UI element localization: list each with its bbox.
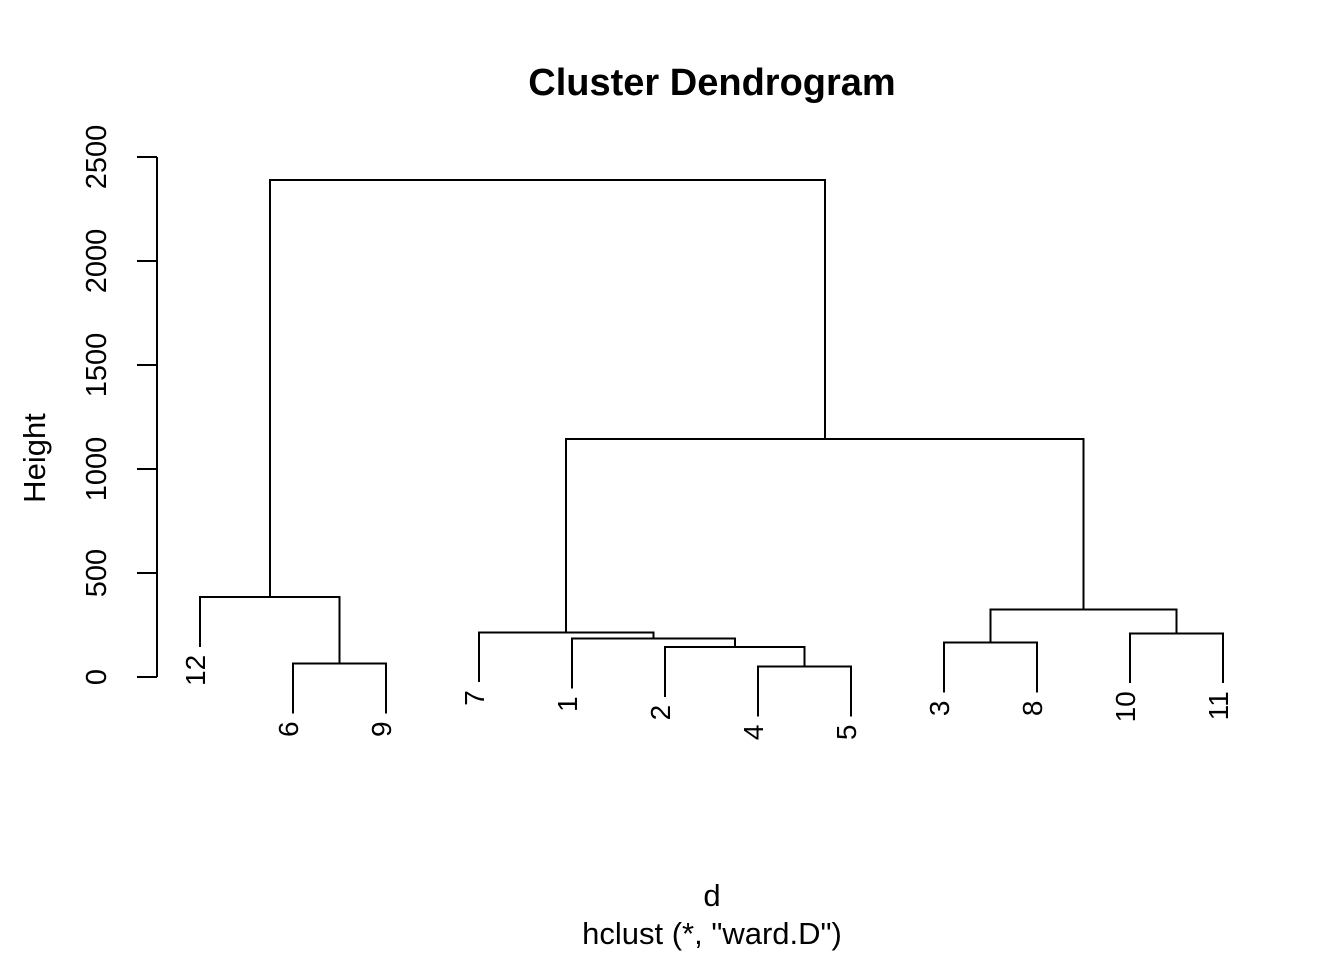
dendrogram-branch <box>268 178 826 597</box>
chart-title: Cluster Dendrogram <box>528 62 895 104</box>
leaf-label-3: 3 <box>924 701 955 717</box>
leaf-label-5: 5 <box>831 725 862 741</box>
dendrogram-branch <box>989 608 1178 643</box>
hclust-call-label: hclust (*, "ward.D") <box>582 916 842 951</box>
y-tick-label: 1500 <box>81 333 113 398</box>
y-tick-label: 1000 <box>81 437 113 502</box>
leaf-label-6: 6 <box>273 721 304 737</box>
leaf-label-2: 2 <box>645 705 676 721</box>
dendrogram-branch <box>664 645 806 697</box>
leaf-label-9: 9 <box>366 721 397 737</box>
dendrogram-branch <box>478 631 655 683</box>
y-axis-label: Height <box>17 413 52 503</box>
leaf-label-7: 7 <box>459 690 490 706</box>
y-tick-label: 2000 <box>81 229 113 294</box>
leaf-label-11: 11 <box>1203 691 1234 720</box>
dendrogram-branch <box>1129 632 1224 684</box>
dendrogram-branch <box>757 665 852 717</box>
dendrogram-branch <box>943 641 1038 693</box>
leaf-label-8: 8 <box>1017 701 1048 717</box>
dendrogram-branch <box>292 662 387 714</box>
leaf-label-4: 4 <box>738 725 769 741</box>
dendrogram-branch <box>199 595 341 664</box>
dendrogram-branch <box>571 637 736 689</box>
y-tick-label: 0 <box>81 669 113 685</box>
x-axis-label: d <box>703 878 720 913</box>
y-tick-label: 2500 <box>81 125 113 190</box>
leaf-label-10: 10 <box>1110 691 1141 722</box>
leaf-label-1: 1 <box>552 696 583 712</box>
dendrogram-tree <box>199 178 1224 717</box>
leaf-label-12: 12 <box>180 655 211 686</box>
dendrogram-branch <box>565 437 1085 633</box>
y-tick-label: 500 <box>81 549 113 597</box>
y-axis: 0 500 1000 1500 2000 2500 <box>81 125 158 685</box>
